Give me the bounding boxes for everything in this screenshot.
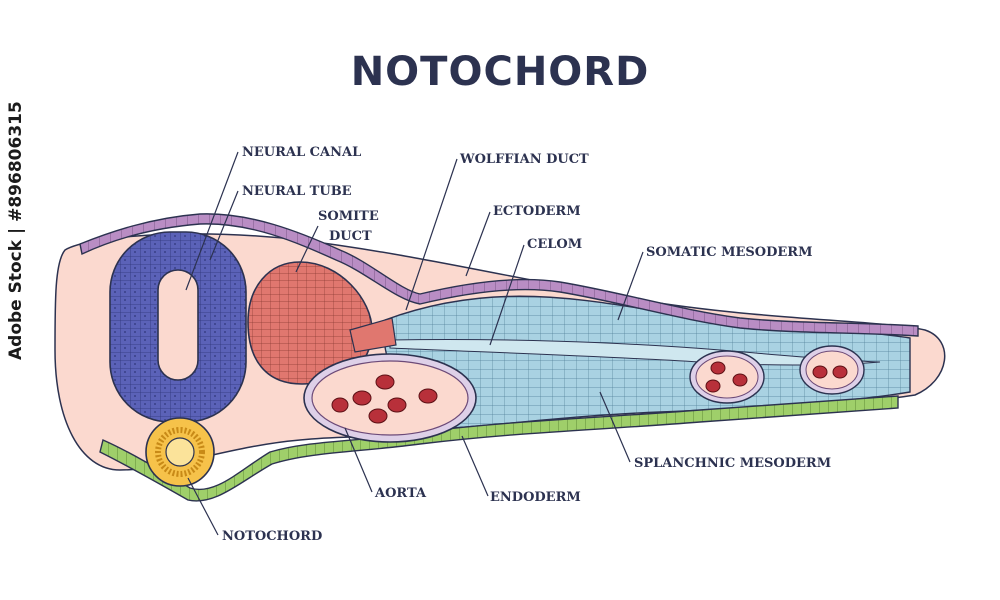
label-somatic-mesoderm: SOMATIC MESODERM <box>646 245 813 260</box>
label-duct: DUCT <box>329 229 372 244</box>
label-neural-tube: NEURAL TUBE <box>242 184 352 199</box>
neural-tube <box>109 231 247 423</box>
label-somite: SOMITE <box>318 209 379 224</box>
vessel-2 <box>799 345 865 395</box>
ectoderm-layer <box>79 213 919 337</box>
label-wolffian-duct: WOLFFIAN DUCT <box>459 152 589 167</box>
blood-cell <box>375 374 395 390</box>
blood-cells <box>331 374 438 424</box>
somite-duct <box>349 317 397 353</box>
notochord <box>145 417 215 487</box>
page-title: NOTOCHORD <box>351 49 650 95</box>
blood-cell <box>418 388 438 404</box>
vessel-1 <box>689 350 765 404</box>
label-notochord: NOTOCHORD <box>222 529 322 544</box>
somite <box>247 261 397 385</box>
label-ectoderm: ECTODERM <box>493 204 581 219</box>
label-aorta: AORTA <box>374 486 427 501</box>
aorta <box>303 353 477 443</box>
label-splanchnic-mesoderm: SPLANCHNIC MESODERM <box>634 456 831 471</box>
label-celom: CELOM <box>527 237 582 252</box>
blood-cell <box>368 408 388 424</box>
blood-cell <box>352 390 372 406</box>
blood-cell <box>331 397 349 413</box>
endoderm-layer <box>99 395 899 502</box>
label-endoderm: ENDODERM <box>490 490 581 505</box>
blood-cell <box>387 397 407 413</box>
leader-lines <box>185 151 644 536</box>
label-neural-canal: NEURAL CANAL <box>242 145 361 160</box>
neural-canal <box>157 269 199 381</box>
celom-cavity <box>389 338 881 366</box>
stock-watermark-id: Adobe Stock | #896806315 <box>6 101 26 360</box>
